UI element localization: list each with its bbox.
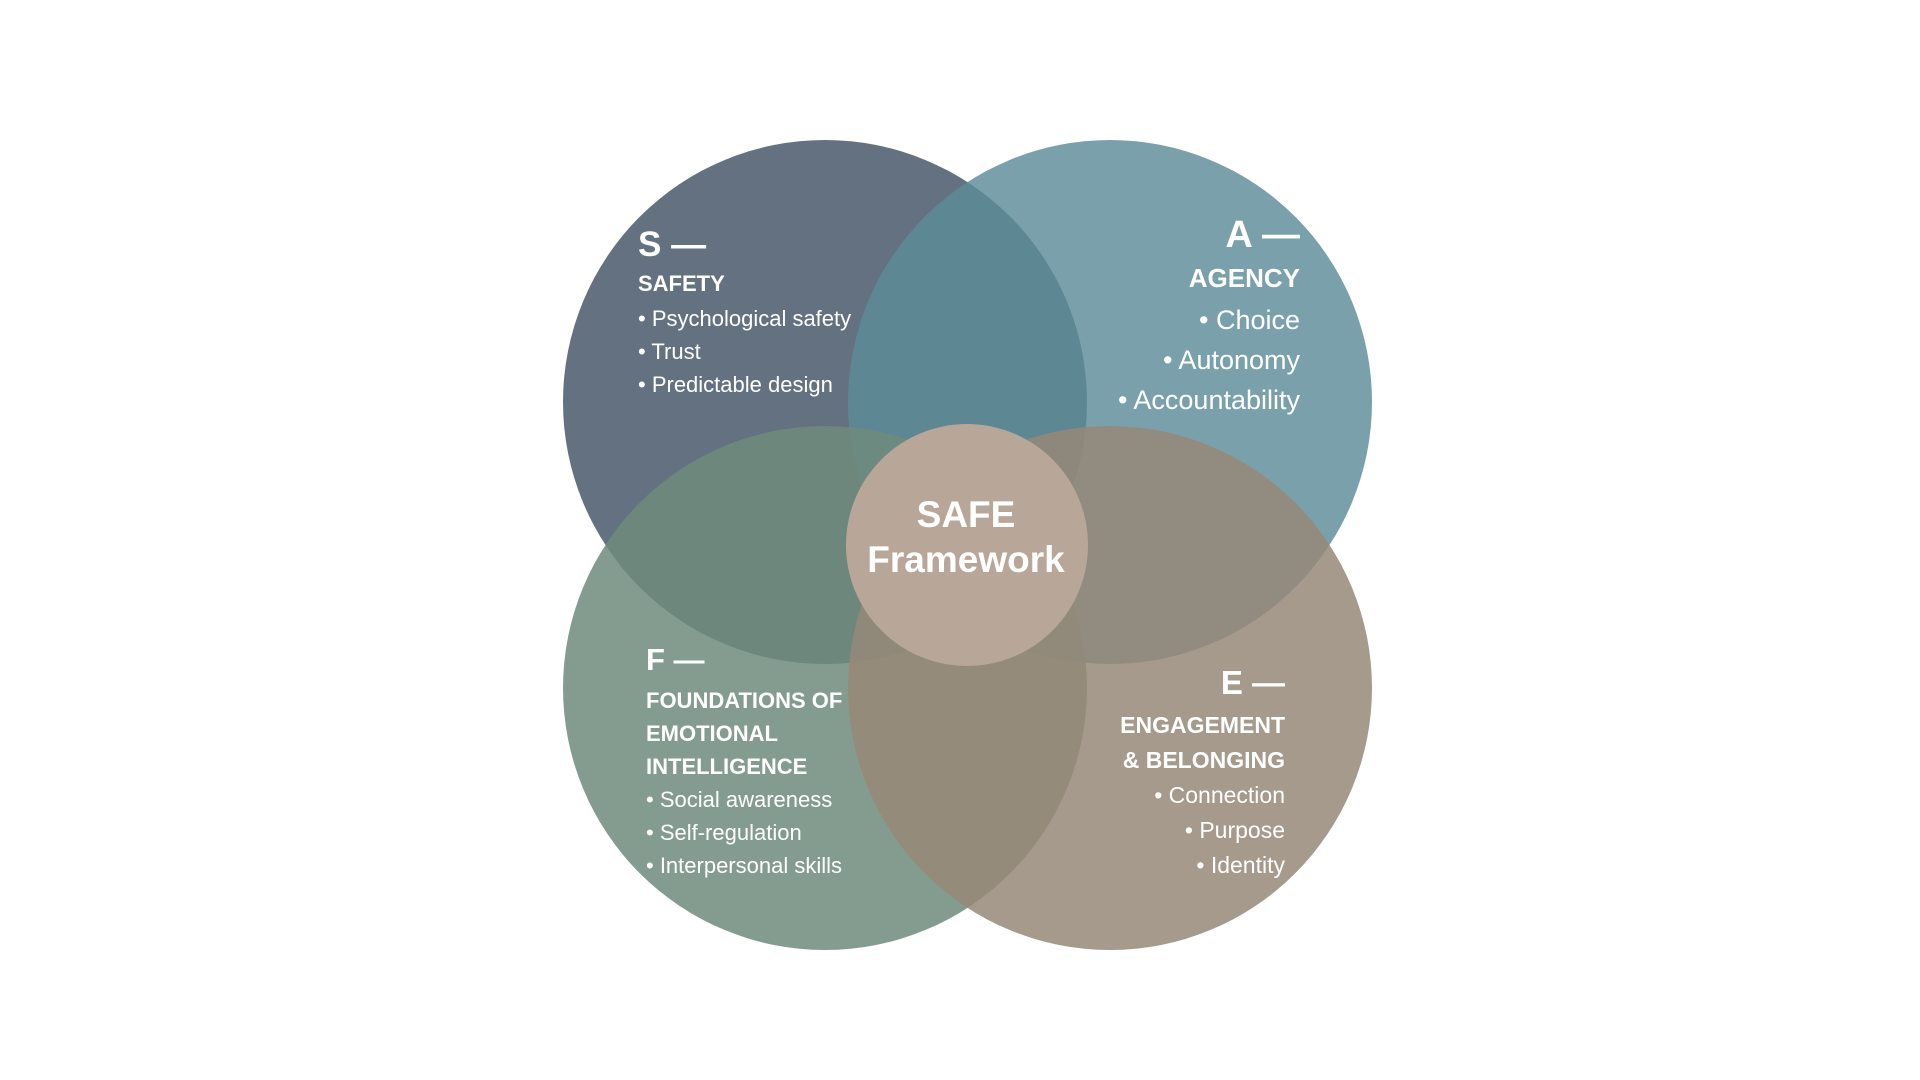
list-item: • Predictable design [638,372,833,397]
agency-letter: A — [1225,214,1300,256]
list-item: • Trust [638,339,701,364]
list-item: • Interpersonal skills [646,853,843,878]
agency-quadrant: A — AGENCY • Choice • Autonomy • Account… [1000,212,1300,420]
list-item: • Connection [1154,782,1285,808]
foundations-heading-line: EMOTIONAL [646,721,778,746]
list-item: • Purpose [1184,817,1285,843]
list-item: • Choice [1199,305,1300,335]
engagement-letter: E — [1220,664,1285,701]
foundations-list: • Social awareness • Self-regulation • I… [646,783,966,882]
center-title: SAFE Framework [846,492,1086,582]
engagement-heading-line: ENGAGEMENT [1120,712,1285,738]
foundations-heading-line: INTELLIGENCE [646,754,808,779]
engagement-quadrant: E — ENGAGEMENT & BELONGING • Connection … [985,662,1285,883]
foundations-quadrant: F — FOUNDATIONS OF EMOTIONAL INTELLIGENC… [646,640,966,882]
list-item: • Social awareness [646,787,833,812]
safety-letter: S — [638,225,707,264]
foundations-letter: F — [646,642,705,677]
safety-list: • Psychological safety • Trust • Predict… [638,302,938,401]
agency-list: • Choice • Autonomy • Accountability [1000,300,1300,420]
list-item: • Psychological safety [638,306,852,331]
center-title-line: SAFE [916,494,1016,535]
list-item: • Accountability [1117,385,1300,415]
agency-heading: AGENCY [1188,263,1300,293]
engagement-heading-line: & BELONGING [1122,747,1285,773]
safety-quadrant: S — SAFETY • Psychological safety • Trus… [638,224,938,401]
list-item: • Identity [1196,852,1285,878]
foundations-heading-line: FOUNDATIONS OF [646,688,843,713]
safety-heading: SAFETY [638,271,725,296]
engagement-list: • Connection • Purpose • Identity [985,778,1285,883]
center-title-line: Framework [867,539,1065,580]
list-item: • Self-regulation [646,820,802,845]
list-item: • Autonomy [1162,345,1300,375]
center-circle [846,424,1088,666]
